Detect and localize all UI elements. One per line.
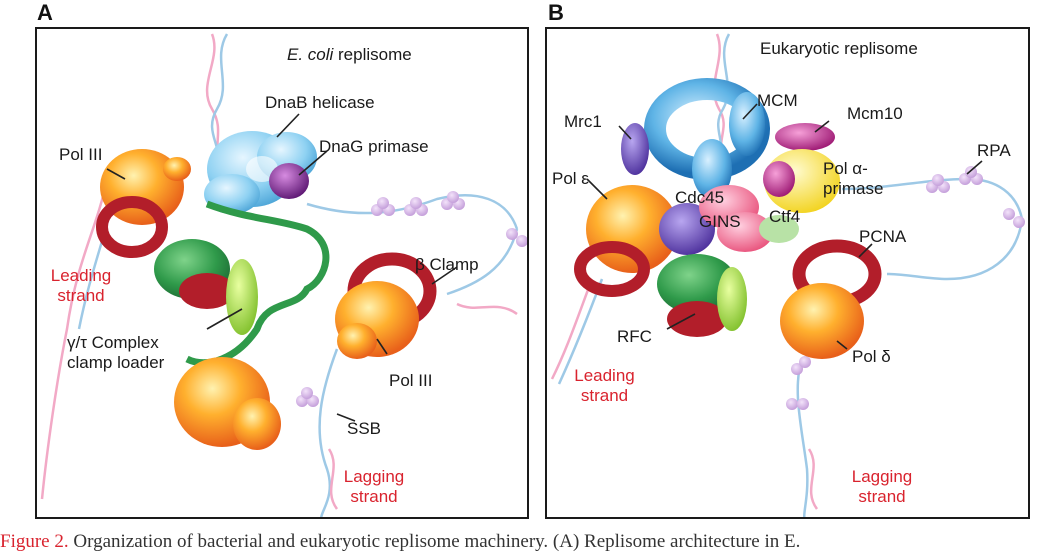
- label-beta-clamp: β Clamp: [415, 255, 479, 274]
- panel-b-title: Eukaryotic replisome: [760, 39, 918, 58]
- label-leader-lines-b: [586, 103, 983, 350]
- pol-alpha-primase-shape: [763, 149, 840, 213]
- figure-caption: Figure 2. Organization of bacterial and …: [0, 531, 1040, 558]
- panel-a-ecoli-replisome: E. coli replisome DnaB helicase DnaG pri…: [35, 27, 529, 519]
- panel-a-title-rest: replisome: [333, 45, 412, 64]
- panel-b-letter: B: [548, 0, 564, 25]
- label-mcm10: Mcm10: [847, 104, 903, 123]
- pol-alpha-line-2: primase: [823, 179, 884, 198]
- eukaryotic-illustration: [550, 33, 1025, 517]
- lagging-line-1: Lagging: [343, 467, 405, 486]
- label-leader-lines: [106, 113, 458, 422]
- label-mrc1: Mrc1: [564, 112, 602, 131]
- label-leading-strand-a: Leading strand: [41, 266, 121, 306]
- panel-a-letter: A: [37, 0, 53, 25]
- label-ctf4: Ctf4: [769, 207, 801, 226]
- label-dnab-helicase: DnaB helicase: [265, 93, 375, 112]
- leading-line-2: strand: [57, 286, 105, 305]
- rpa-clusters: [786, 166, 1025, 410]
- gamma-complex-shape: [154, 200, 330, 367]
- label-lagging-strand-b: Lagging strand: [837, 467, 927, 507]
- gamma-line-1: γ/τ Complex: [67, 333, 159, 352]
- label-gins: GINS: [699, 212, 741, 231]
- gamma-line-2: clamp loader: [67, 353, 165, 372]
- leading-b-line-2: strand: [580, 386, 629, 405]
- pol3-lower-left-shape: [174, 357, 281, 450]
- lagging-line-2: strand: [350, 487, 398, 506]
- pol3-right-shape: [335, 252, 437, 359]
- mcm10-shape: [775, 123, 835, 151]
- label-cdc45: Cdc45: [675, 188, 725, 207]
- label-pol3-bottom: Pol III: [389, 371, 433, 390]
- label-dnag-primase: DnaG primase: [319, 137, 429, 156]
- panel-b-eukaryotic-replisome: Eukaryotic replisome MCM Mrc1 Mcm10 Pol …: [545, 27, 1030, 519]
- label-gamma-complex: γ/τ Complex clamp loader: [67, 333, 164, 373]
- mcm-shape: [644, 78, 770, 199]
- pol-alpha-line-1: Pol α-: [823, 159, 868, 178]
- label-rfc: RFC: [617, 327, 652, 346]
- panel-a-title: E. coli replisome: [287, 45, 412, 65]
- lagging-b-line-2: strand: [858, 487, 906, 506]
- ecoli-illustration: [40, 33, 527, 517]
- pol-epsilon-shape: [574, 185, 678, 297]
- label-ssb: SSB: [347, 419, 382, 438]
- pcna-pol-delta-shape: [780, 239, 882, 359]
- rfc-shape: [657, 254, 747, 337]
- label-leading-strand-b: Leading strand: [562, 366, 647, 406]
- label-mcm: MCM: [757, 91, 798, 110]
- lagging-b-line-1: Lagging: [851, 467, 913, 486]
- panel-a-title-italic: E. coli: [287, 45, 334, 64]
- label-pol3-top: Pol III: [59, 145, 103, 164]
- leading-line-1: Leading: [50, 266, 112, 285]
- figure-label: Figure 2.: [0, 531, 69, 552]
- pol3-top-shape: [96, 149, 191, 258]
- label-lagging-strand-a: Lagging strand: [329, 467, 419, 507]
- label-pol-delta: Pol δ: [852, 347, 891, 366]
- cmg-core-shape: [659, 185, 799, 255]
- label-pcna: PCNA: [859, 227, 907, 246]
- mrc1-shape: [621, 123, 649, 175]
- label-rpa: RPA: [977, 141, 1011, 160]
- leading-b-line-1: Leading: [574, 366, 635, 385]
- caption-text: Organization of bacterial and eukaryotic…: [68, 531, 801, 552]
- label-pol-epsilon: Pol ε: [552, 169, 589, 188]
- dnag-primase-shape: [269, 163, 309, 199]
- label-pol-alpha-primase: Pol α- primase: [823, 159, 883, 199]
